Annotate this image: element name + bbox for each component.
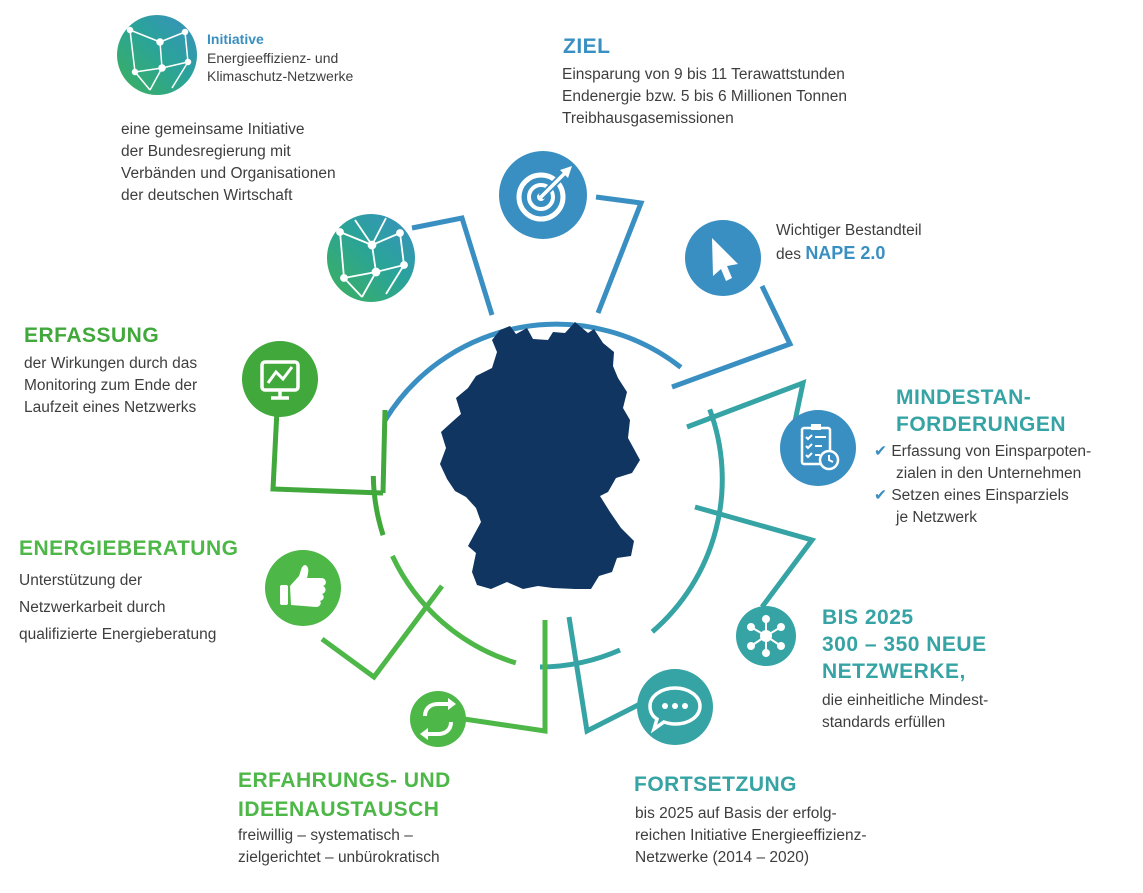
- intro-line: eine gemeinsame Initiative: [121, 121, 305, 138]
- cursor-icon: [685, 220, 761, 296]
- connector-erfassung: [270, 409, 384, 496]
- connector-fortsetzung: [566, 616, 642, 735]
- fortsetzung-line: reichen Initiative Energieeffizienz-: [635, 827, 867, 844]
- bis2025-text: die einheitliche Mindest- standards erfü…: [822, 690, 988, 734]
- fortsetzung-line: Netzwerke (2014 – 2020): [635, 849, 810, 866]
- erfassung-text: der Wirkungen durch das Monitoring zum E…: [24, 353, 197, 419]
- central-ring: [370, 321, 725, 670]
- check-icon: ✔: [874, 487, 887, 504]
- erfahrung-line1: freiwillig – systematisch –: [238, 827, 413, 844]
- intro-text: eine gemeinsame Initiative der Bundesreg…: [121, 119, 336, 207]
- bis2025-line1: die einheitliche Mindest-: [822, 692, 989, 709]
- logo-subtitle-line2: Klimaschutz-Netzwerke: [207, 68, 354, 84]
- ziel-text: Einsparung von 9 bis 11 Terawattstunden …: [562, 64, 847, 130]
- erfahrung-heading-line2: IDEENAUSTAUSCH: [238, 798, 440, 821]
- connector-energieberatung: [320, 584, 445, 681]
- erfahrung-heading-line1: ERFAHRUNGS- UND: [238, 769, 451, 792]
- fortsetzung-text: bis 2025 auf Basis der erfolg- reichen I…: [635, 803, 866, 869]
- mindest-list: ✔ Erfassung von Einsparpoten- zialen in …: [874, 441, 1091, 529]
- logo-subtitle: Energieeffizienz- und Klimaschutz-Netzwe…: [207, 49, 353, 85]
- mindest-item-2-text: Setzen eines Einsparziels: [891, 487, 1069, 504]
- connector-erfahrung: [463, 620, 548, 734]
- bis2025-line2: standards erfüllen: [822, 714, 946, 731]
- mindest-item-1: ✔ Erfassung von Einsparpoten-: [874, 441, 1091, 463]
- ring-segment-right: [650, 408, 725, 634]
- ziel-heading: ZIEL: [563, 35, 611, 58]
- fortsetzung-line: bis 2025 auf Basis der erfolg-: [635, 805, 837, 822]
- ring-segment-bottom-left: [390, 554, 517, 666]
- erfassung-line: Laufzeit eines Netzwerks: [24, 399, 197, 416]
- connector-bis2025: [694, 504, 817, 609]
- connector-nape: [671, 284, 794, 390]
- ziel-line: Endenergie bzw. 5 bis 6 Millionen Tonnen: [562, 88, 847, 105]
- ring-segment-left: [370, 475, 386, 536]
- ziel-line: Treibhausgasemissionen: [562, 110, 734, 127]
- connector-ziel: [595, 194, 645, 314]
- thumbs-up-icon: [265, 550, 341, 626]
- logo-globe-icon: [117, 15, 197, 95]
- speech-bubble-icon: [637, 669, 713, 745]
- mindest-heading-line2: FORDERUNGEN: [896, 413, 1067, 436]
- target-icon: [499, 151, 587, 239]
- erfahrung-text: freiwillig – systematisch – zielgerichte…: [238, 825, 440, 869]
- exchange-arrows-icon: [410, 691, 466, 747]
- nape-line2: des NAPE 2.0: [776, 242, 922, 266]
- energieberatung-heading: ENERGIEBERATUNG: [19, 537, 239, 560]
- intro-line: der deutschen Wirtschaft: [121, 187, 293, 204]
- network-globe-icon: [327, 214, 415, 302]
- connector-erfassung-ring: [380, 409, 388, 494]
- energieberatung-line: Netzwerkarbeit durch: [19, 599, 166, 616]
- bis2025-heading-line2: 300 – 350 NEUE: [822, 633, 987, 656]
- erfassung-line: Monitoring zum Ende der: [24, 377, 198, 394]
- checklist-clock-icon: [780, 410, 856, 486]
- erfahrung-heading: ERFAHRUNGS- UND IDEENAUSTAUSCH: [238, 766, 451, 824]
- nape-highlight: NAPE 2.0: [805, 243, 886, 263]
- bis2025-heading-line3: NETZWERKE,: [822, 660, 966, 683]
- energieberatung-text: Unterstützung der Netzwerkarbeit durch q…: [19, 567, 216, 648]
- check-icon: ✔: [874, 443, 887, 460]
- logo-subtitle-line1: Energieeffizienz- und: [207, 50, 339, 66]
- nape-text: Wichtiger Bestandteil des NAPE 2.0: [776, 220, 922, 266]
- mindest-heading: MINDESTAN- FORDERUNGEN: [896, 384, 1066, 438]
- nape-prefix: des: [776, 246, 801, 263]
- mindest-heading-line1: MINDESTAN-: [896, 386, 1032, 409]
- bis2025-heading: BIS 2025 300 – 350 NEUE NETZWERKE,: [822, 604, 987, 685]
- connector-network: [411, 215, 495, 316]
- bis2025-heading-line1: BIS 2025: [822, 606, 914, 629]
- ziel-line: Einsparung von 9 bis 11 Terawattstunden: [562, 66, 845, 83]
- fortsetzung-heading: FORTSETZUNG: [634, 773, 797, 796]
- erfahrung-line2: zielgerichtet – unbürokratisch: [238, 849, 440, 866]
- ring-segment-top: [382, 321, 683, 422]
- mindest-item-1-cont: zialen in den Unternehmen: [896, 465, 1082, 482]
- mindest-item-1-text: Erfassung von Einsparpoten-: [891, 443, 1092, 460]
- monitor-chart-icon: [242, 341, 318, 417]
- erfassung-line: der Wirkungen durch das: [24, 355, 198, 372]
- mindest-item-2-cont: je Netzwerk: [896, 509, 977, 526]
- erfassung-heading: ERFASSUNG: [24, 324, 160, 347]
- connector-lines: [270, 194, 817, 735]
- intro-line: der Bundesregierung mit: [121, 143, 291, 160]
- logo-title: Initiative: [207, 31, 264, 47]
- mindest-item-2: ✔ Setzen eines Einsparziels: [874, 485, 1091, 507]
- energieberatung-line: Unterstützung der: [19, 572, 143, 589]
- network-hub-icon: [736, 606, 796, 666]
- energieberatung-line: qualifizierte Energieberatung: [19, 626, 217, 643]
- ring-segment-bottom: [539, 647, 622, 670]
- nape-line1: Wichtiger Bestandteil: [776, 222, 922, 239]
- intro-line: Verbänden und Organisationen: [121, 165, 336, 182]
- germany-map: [440, 322, 640, 589]
